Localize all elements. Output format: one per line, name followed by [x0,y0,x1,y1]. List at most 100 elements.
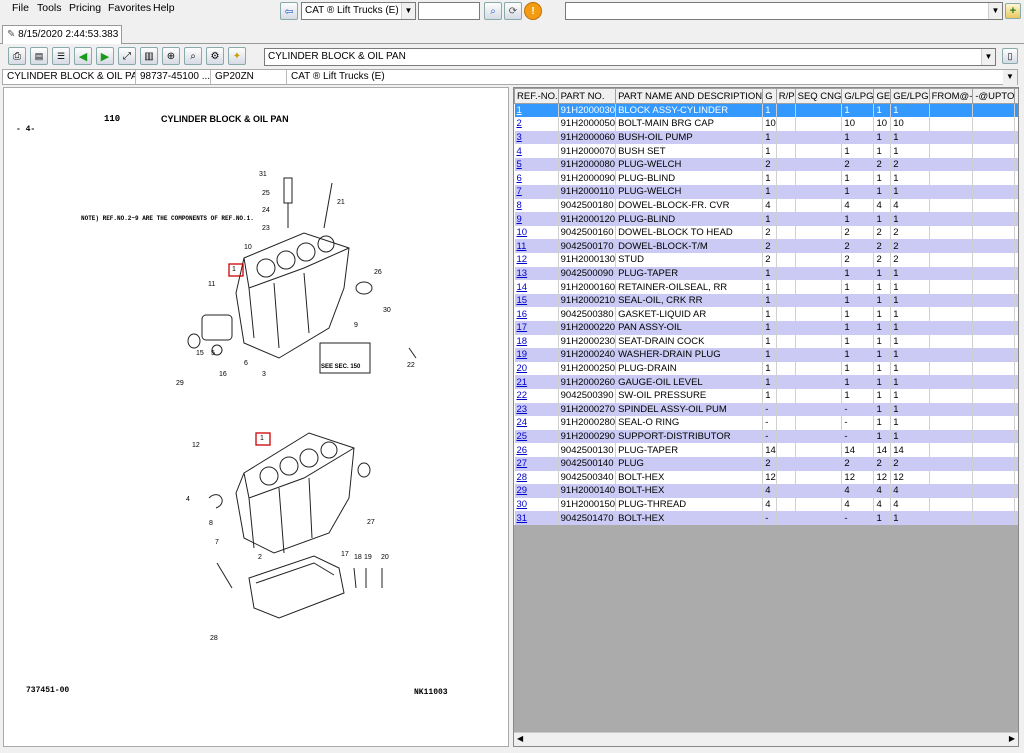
ref-link[interactable]: 6 [516,172,522,184]
search-button[interactable]: ⌕ [484,2,502,20]
horizontal-scrollbar[interactable]: ◀ ▶ [514,732,1018,746]
fit-button[interactable]: ⤢ [118,47,136,65]
list-button[interactable]: ☰ [52,47,70,65]
ref-link[interactable]: 7 [516,186,522,198]
ref-link[interactable]: 23 [516,403,528,415]
ref-link[interactable]: 22 [516,390,528,402]
zoom-button[interactable]: ⊕ [162,47,180,65]
ref-link[interactable]: 20 [516,363,528,375]
ref-link[interactable]: 13 [516,267,528,279]
menu-pricing[interactable]: Pricing [69,2,102,14]
columns-button[interactable]: ▥ [140,47,158,65]
save-button[interactable]: ▤ [30,47,48,65]
tip-button[interactable]: ✦ [228,47,246,65]
ref-link[interactable]: 27 [516,458,528,470]
ref-link[interactable]: 16 [516,308,528,320]
ref-link[interactable]: 14 [516,281,528,293]
settings-button[interactable]: ⚙ [206,47,224,65]
column-header[interactable]: FROM@- [928,88,974,104]
ref-link[interactable]: 5 [516,159,522,171]
ref-link[interactable]: 21 [516,376,528,388]
column-header[interactable]: GE [873,88,892,104]
column-header[interactable]: G [762,88,777,104]
ref-link[interactable]: 1 [516,105,522,117]
ref-link[interactable]: 18 [516,335,528,347]
ref-link[interactable]: 2 [516,118,522,130]
ref-link[interactable]: 19 [516,349,528,361]
chevron-right-icon[interactable]: ▶ [1008,734,1015,743]
ref-link[interactable]: 17 [516,322,528,334]
chevron-left-icon[interactable]: ◀ [517,734,524,743]
tab-session[interactable]: ✎ 8/15/2020 2:44:53.383 [2,25,122,44]
reload-button[interactable]: ⟳ [504,2,522,20]
column-header[interactable]: REF.-NO. [514,88,559,104]
column-header[interactable]: G/LPG [841,88,875,104]
ref-link[interactable]: 11 [516,240,527,252]
ref-link[interactable]: 9 [516,213,522,225]
menu-favorites[interactable]: Favorites [108,2,152,14]
ref-link[interactable]: 25 [516,431,528,443]
add-button[interactable]: + [1005,3,1021,19]
prev-button[interactable]: ◀ [74,47,92,65]
column-header[interactable]: R/P [775,88,796,104]
ref-link[interactable]: 30 [516,499,528,511]
chevron-down-icon[interactable]: ▼ [1003,70,1017,86]
column-header[interactable]: PART NAME AND DESCRIPTION [615,88,764,104]
back-button[interactable]: ⇦ [280,2,298,20]
print-button[interactable]: ⎙ [8,47,26,65]
address-select[interactable]: ▼ [565,2,1003,20]
column-header[interactable]: M/R [1014,88,1018,104]
ref-link[interactable]: 3 [516,131,522,143]
ref-link[interactable]: 26 [516,444,528,456]
ref-link[interactable]: 12 [516,254,528,266]
title-select[interactable]: CYLINDER BLOCK & OIL PAN ▼ [264,48,996,66]
stop-button[interactable]: ! [524,2,542,20]
ref-link[interactable]: 29 [516,485,528,497]
catalog-select[interactable]: CAT ® Lift Trucks (E) ▼ [301,2,416,20]
column-header[interactable]: -@UPTO [972,88,1016,104]
ref-link[interactable]: 4 [516,145,522,157]
column-header[interactable]: GE/LPG [890,88,930,104]
ref-link[interactable]: 8 [516,199,522,211]
search-field[interactable] [418,2,480,20]
ref-link[interactable]: 31 [516,512,528,524]
ref-link[interactable]: 28 [516,471,528,483]
menu-help[interactable]: Help [153,2,175,14]
column-header[interactable]: SEQ CNG [794,88,843,104]
ref-link[interactable]: 10 [516,227,528,239]
column-header[interactable]: PART NO. [557,88,617,104]
menu-tools[interactable]: Tools [37,2,62,14]
ref-link[interactable]: 15 [516,295,528,307]
